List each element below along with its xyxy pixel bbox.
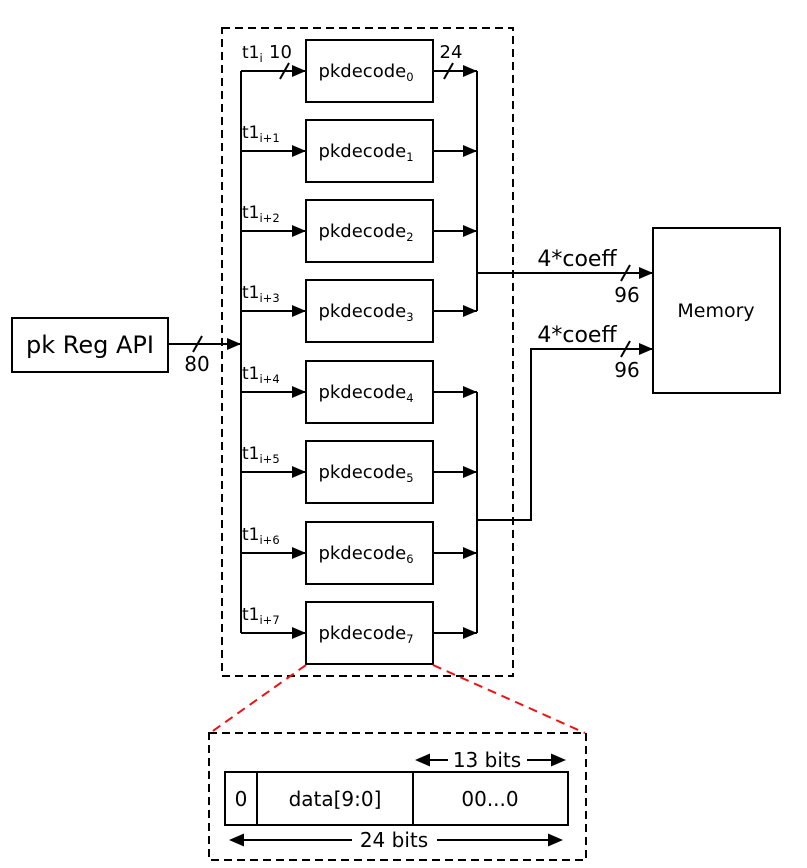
decoder-label-base: pkdecode [318, 301, 406, 322]
decoder-label: pkdecode1 [318, 141, 413, 164]
input-label-subscript: i+5 [259, 452, 279, 466]
decoder-label-subscript: 2 [406, 230, 413, 244]
memory-block: Memory [652, 227, 781, 394]
zoom-callout-line-right [432, 664, 586, 734]
memory-box [652, 227, 781, 394]
decoder-input-width-slash [279, 62, 290, 80]
input-label-base: t1 [242, 525, 259, 545]
bitfield-register [224, 771, 569, 826]
input-label-base: t1 [242, 283, 259, 303]
decoder-label-base: pkdecode [318, 623, 406, 644]
decoder-label-base: pkdecode [318, 382, 406, 403]
input-label-subscript: i [259, 51, 262, 65]
decoder-input-label: t1i+1 [242, 123, 280, 145]
input-label-subscript: i+4 [259, 372, 279, 386]
input-label-base: t1 [242, 364, 259, 384]
input-label-subscript: i+6 [259, 533, 279, 547]
full-span-left-arrowhead [229, 833, 244, 847]
decoder-label-base: pkdecode [318, 61, 406, 82]
input-label-subscript: i+7 [259, 613, 279, 627]
decoder-label-base: pkdecode [318, 141, 406, 162]
decoder-label: pkdecode6 [318, 543, 413, 566]
memory-link-upper-label: 4*coeff [537, 247, 617, 272]
zoom-callout-line-left [209, 664, 307, 734]
bitfield-cell-padding: 00...0 [461, 787, 518, 811]
source-bus-width-label: 80 [184, 352, 209, 376]
decoder-output-width-label: 24 [440, 42, 463, 63]
input-label-base: t1 [242, 605, 259, 625]
decoder-label: pkdecode7 [318, 623, 413, 646]
input-label-base: t1 [242, 203, 259, 223]
upper-span-right-arrowhead [551, 753, 566, 767]
decoder-row: t1i+5 pkdecode5 [241, 440, 477, 504]
memory-link-lower: 4*coeff 96 [477, 323, 653, 521]
input-label-subscript: i+2 [259, 211, 279, 225]
decoder-array-frame [221, 27, 514, 677]
decoder-input-label: t1i+4 [242, 364, 280, 386]
decoder-row: t1i+3 pkdecode3 [241, 279, 477, 343]
decoder-label-subscript: 5 [406, 471, 413, 485]
memory-link-lower-width-label: 96 [614, 358, 639, 382]
memory-link-lower-label: 4*coeff [537, 323, 617, 348]
decoder-input-label: t1i+6 [242, 525, 280, 547]
input-label-base: t1 [242, 444, 259, 464]
decoder-input-label: t1i [242, 43, 263, 65]
decoder-label-base: pkdecode [318, 543, 406, 564]
decoder-input-label: t1i+5 [242, 444, 280, 466]
upper-span-label: 13 bits [453, 748, 521, 772]
source-bus: 80 [168, 335, 241, 376]
decoder-row: t1i+4 pkdecode4 [241, 360, 477, 424]
decoder-input-width-label: 10 [269, 42, 292, 63]
decoder-input-label: t1i+2 [242, 203, 280, 225]
input-label-base: t1 [242, 43, 259, 63]
decoder-label: pkdecode4 [318, 382, 413, 405]
source-block: pk Reg API [11, 317, 169, 373]
decoder-label: pkdecode0 [318, 61, 413, 84]
decoder-row: t1i 10 pkdecode0 24 [241, 39, 477, 103]
decoder-label-subscript: 0 [406, 70, 413, 84]
upper-span-left-arrowhead [415, 753, 430, 767]
decoder-row: t1i+1 pkdecode1 [241, 119, 477, 183]
source-label: pk Reg API [26, 331, 154, 359]
decoder-label-base: pkdecode [318, 462, 406, 483]
source-bus-width-slash [192, 335, 203, 353]
bitfield-cell-data: data[9:0] [289, 787, 382, 811]
memory-link-upper-width-label: 96 [614, 283, 639, 307]
input-label-base: t1 [242, 123, 259, 143]
bitfield-cell-flag: 0 [235, 787, 248, 811]
decoder-row: t1i+7 pkdecode7 [241, 601, 477, 665]
decoder-label-base: pkdecode [318, 221, 406, 242]
memory-label: Memory [677, 300, 754, 322]
memory-link-lower-arrow [477, 343, 653, 521]
decoder-row: t1i+6 pkdecode6 [241, 521, 477, 585]
decoder-label-subscript: 4 [406, 391, 413, 405]
memory-link-upper-width-slash [620, 264, 631, 282]
decoder-label-subscript: 6 [406, 552, 413, 566]
input-label-subscript: i+3 [259, 291, 279, 305]
decoder-label-subscript: 7 [406, 632, 413, 646]
full-span-right-arrowhead [548, 833, 563, 847]
decoder-label-subscript: 1 [406, 150, 413, 164]
memory-link-lower-width-slash [620, 340, 631, 358]
bit-layout-detail: 13 bits 0 data[9:0] 00...0 24 bits [208, 732, 587, 861]
bit-layout-frame [208, 732, 587, 861]
decoder-label: pkdecode2 [318, 221, 413, 244]
decoder-row: t1i+2 pkdecode2 [241, 199, 477, 263]
input-label-subscript: i+1 [259, 131, 279, 145]
decoder-output-width-slash [443, 62, 454, 80]
decoder-label-subscript: 3 [406, 310, 413, 324]
decoder-label: pkdecode5 [318, 462, 413, 485]
decoder-label: pkdecode3 [318, 301, 413, 324]
memory-link-upper: 4*coeff 96 [477, 247, 653, 307]
decoder-input-label: t1i+7 [242, 605, 280, 627]
full-span-label: 24 bits [360, 828, 428, 852]
decoder-input-label: t1i+3 [242, 283, 280, 305]
